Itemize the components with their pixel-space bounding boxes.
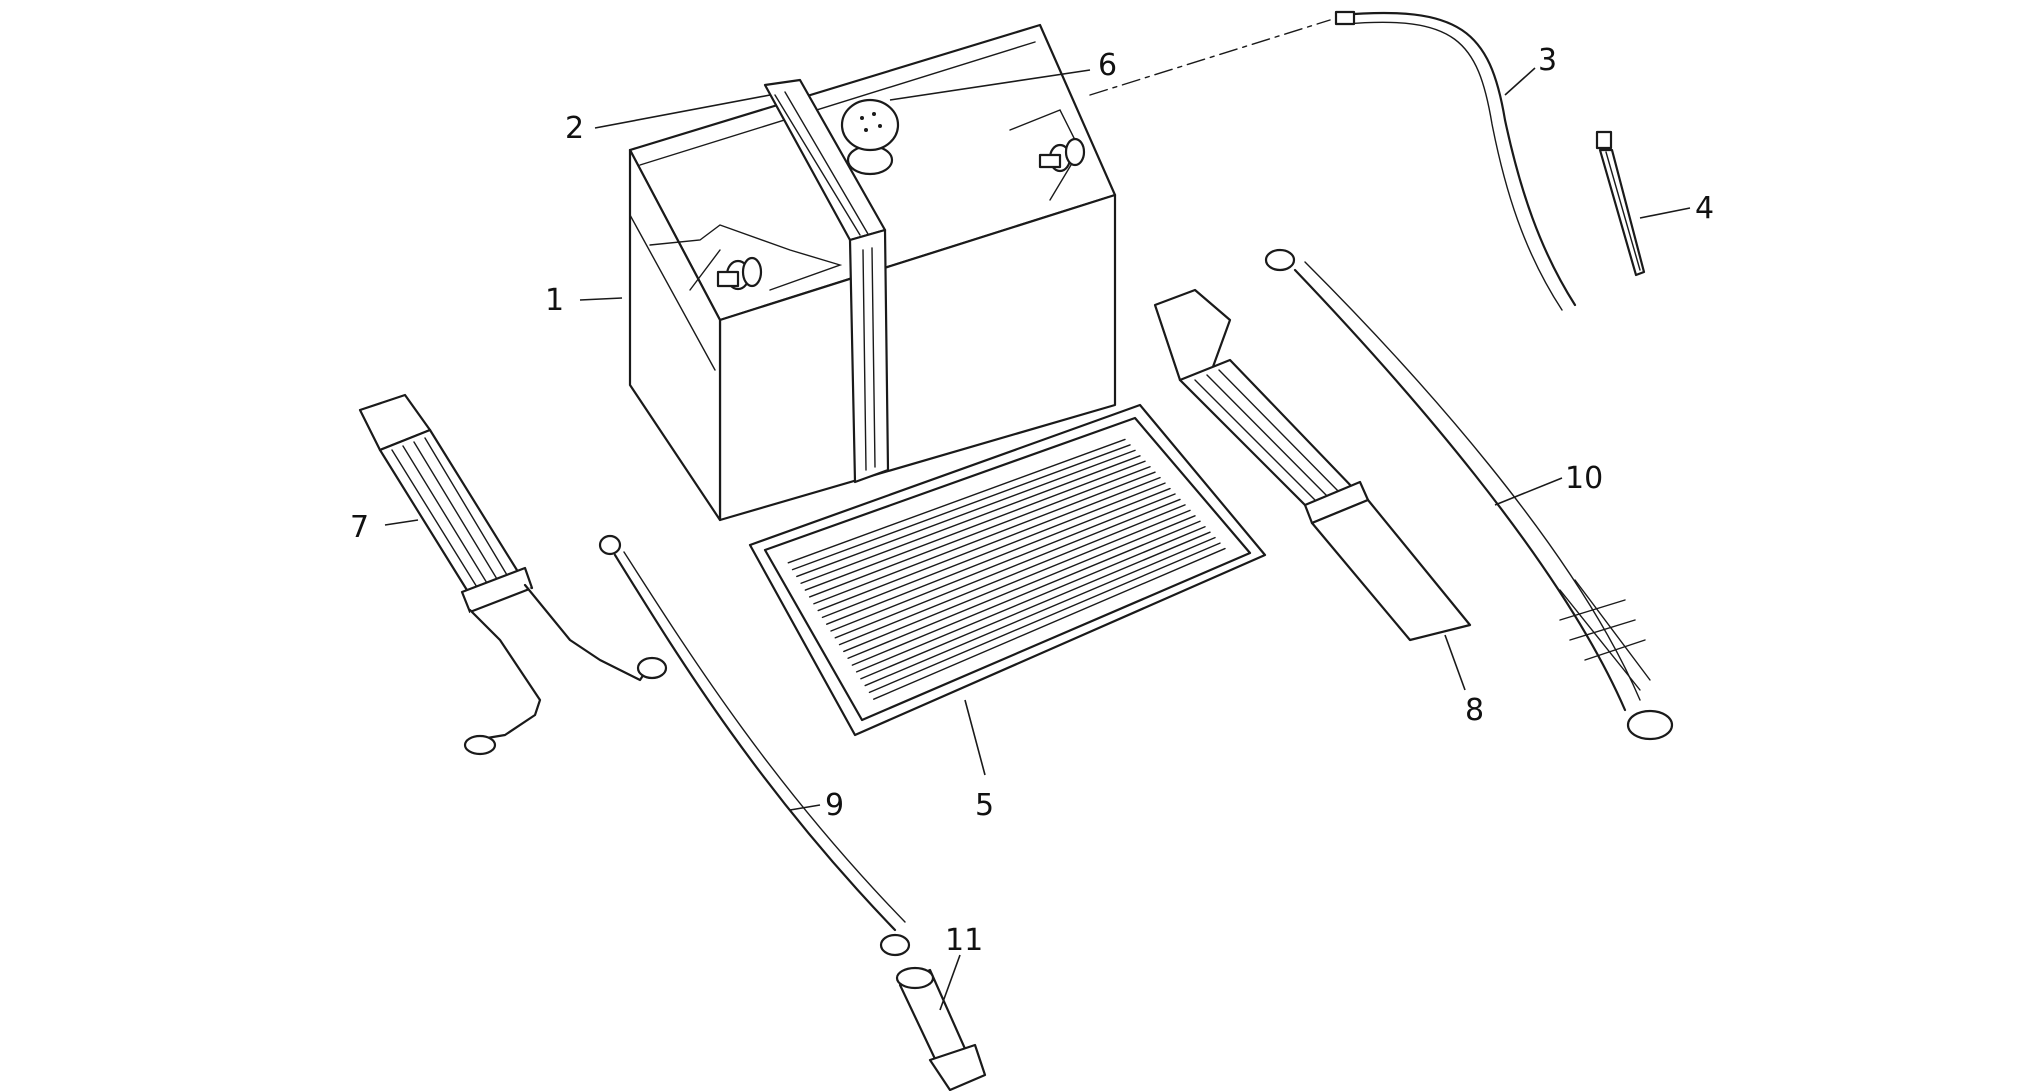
tray-rib xyxy=(821,482,1166,619)
callout-6: 6 xyxy=(1098,48,1117,83)
tray-rib xyxy=(851,520,1201,666)
filler-cap xyxy=(840,98,900,176)
tray-rib xyxy=(813,471,1156,605)
callout-10: 10 xyxy=(1565,461,1603,496)
tray-rib xyxy=(804,460,1146,591)
tray-rib xyxy=(873,547,1226,700)
tray-rib xyxy=(808,466,1151,598)
tray-rib xyxy=(791,444,1131,571)
battery-hold-strap xyxy=(763,78,890,484)
callout-1: 1 xyxy=(545,283,564,318)
positive-cable xyxy=(1264,248,1674,741)
tray-rib xyxy=(796,449,1136,578)
callout-5: 5 xyxy=(975,788,994,823)
callout-2: 2 xyxy=(565,111,584,146)
callout-11: 11 xyxy=(945,923,983,958)
tray-rib xyxy=(830,493,1176,632)
tray-rib xyxy=(826,487,1171,625)
rubber-strap-right xyxy=(1153,288,1472,642)
leader-lines xyxy=(384,67,1691,1011)
terminal-right xyxy=(1038,137,1086,173)
vent-hose xyxy=(1089,10,1577,311)
tray-rib xyxy=(834,498,1181,639)
callout-9: 9 xyxy=(825,788,844,823)
tray-rib xyxy=(817,476,1161,612)
ground-cable xyxy=(598,534,911,957)
callout-4: 4 xyxy=(1695,191,1714,226)
tray-rib xyxy=(864,536,1216,687)
rubber-strap-left xyxy=(358,393,668,756)
callout-3: 3 xyxy=(1538,43,1557,78)
callout-labels: 1 2 3 4 5 6 7 8 9 10 11 xyxy=(350,43,1714,958)
tray-rib xyxy=(843,509,1191,653)
tray-rib xyxy=(800,455,1141,584)
callout-7: 7 xyxy=(350,510,369,545)
callout-8: 8 xyxy=(1465,693,1484,728)
tray-rib xyxy=(855,526,1206,673)
battery-tray xyxy=(748,403,1267,737)
terminal-left xyxy=(716,256,763,291)
cable-tie xyxy=(1595,130,1646,277)
tray-rib xyxy=(838,504,1186,646)
tray-rib xyxy=(868,542,1221,694)
tray-rib xyxy=(860,531,1211,680)
tray-rib xyxy=(787,438,1126,564)
terminal-boot xyxy=(895,966,987,1091)
tray-rib xyxy=(847,515,1196,659)
